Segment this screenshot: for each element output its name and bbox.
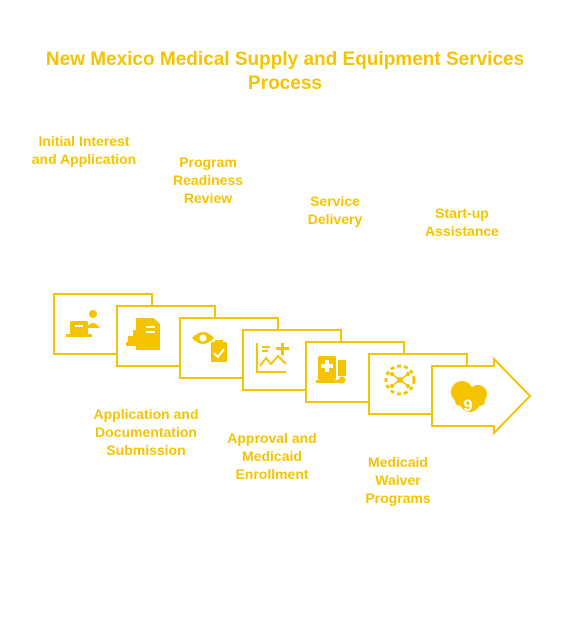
document-stamp-icon [126,318,160,350]
svg-text:9: 9 [463,396,472,415]
step-label-startup-assistance: Start-up Assistance [425,205,499,239]
medical-delivery-icon [316,356,346,384]
laptop-user-icon [66,310,100,337]
step-label-application-submission: Application and Documentation Submission [93,406,199,458]
step-label-approval-enrollment: Approval and Medicaid Enrollment [227,430,317,482]
page-title: New Mexico Medical Supply and Equipment … [45,49,525,94]
chart-plus-icon [256,343,289,373]
cloud-nine-icon: 9 [451,381,487,415]
gear-network-icon [384,364,416,396]
step-label-program-readiness: Program Readiness Review [172,154,244,206]
step-label-service-delivery: Service Delivery [307,193,363,227]
step-label-initial-interest: Initial Interest and Application [31,133,137,167]
eye-clipboard-icon [192,332,227,362]
step-label-medicaid-waiver: Medicaid Waiver Programs [365,454,431,506]
